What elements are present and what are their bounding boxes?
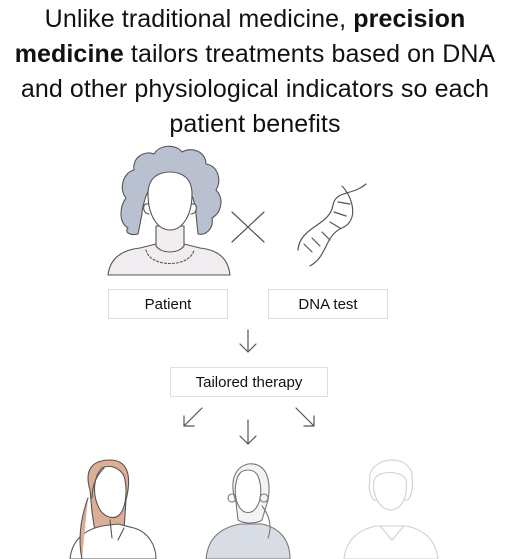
headline: Unlike traditional medicine, precision me…	[0, 2, 510, 142]
patient-label-box: Patient	[108, 289, 228, 319]
multiply-cross-icon	[231, 211, 265, 243]
person-long-hair-icon	[69, 459, 157, 559]
arrow-down-icon	[239, 329, 257, 353]
tailored-therapy-label-box: Tailored therapy	[170, 367, 328, 397]
headline-text-2: tailors treatments based on DNA and othe…	[20, 40, 496, 138]
person-short-hair-icon	[343, 459, 439, 559]
dna-test-label-box: DNA test	[268, 289, 388, 319]
headline-bold-1: precision	[353, 5, 466, 33]
dna-helix-icon	[297, 183, 367, 267]
tailored-therapy-label: Tailored therapy	[195, 374, 303, 391]
arrow-down-left-icon	[183, 407, 203, 427]
woman-curly-hair-icon	[107, 145, 231, 276]
patient-label: Patient	[144, 296, 192, 313]
person-earrings-icon	[205, 463, 291, 559]
dna-test-label: DNA test	[298, 296, 358, 313]
arrow-down-icon	[239, 419, 257, 445]
headline-bold-2: medicine	[14, 40, 124, 68]
headline-text-1: Unlike traditional medicine,	[44, 5, 354, 33]
arrow-down-right-icon	[295, 407, 315, 427]
